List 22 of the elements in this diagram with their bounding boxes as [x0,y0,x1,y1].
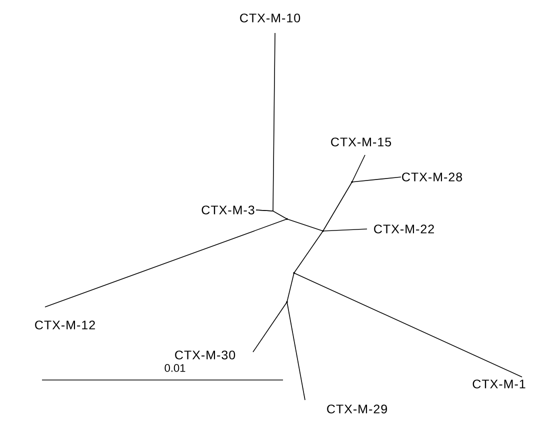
taxon-label: CTX-M-22 [374,224,434,234]
branch-line [352,176,402,182]
taxon-label: CTX-M-15 [331,138,392,146]
branch-line [252,302,288,352]
taxon-label: CTX-M-10 [240,14,300,22]
branch-line [322,228,368,232]
branch-line [352,154,366,182]
taxon-label: CTX-M-30 [175,350,236,360]
taxon-label: CTX-M-3 [202,206,254,214]
branch-line [286,302,306,400]
branch-line [294,230,324,274]
branch-line [286,272,294,302]
scale-label: 0.01 [164,364,186,372]
branch-line [286,218,324,232]
branch-line [44,218,288,308]
taxon-label: CTX-M-1 [472,380,526,388]
taxon-label: CTX-M-28 [402,172,462,182]
branch-line [294,272,522,378]
branch-line [322,182,352,232]
taxon-label: CTX-M-12 [35,320,95,330]
branch-line [256,32,276,212]
taxon-label: CTX-M-29 [327,404,387,414]
